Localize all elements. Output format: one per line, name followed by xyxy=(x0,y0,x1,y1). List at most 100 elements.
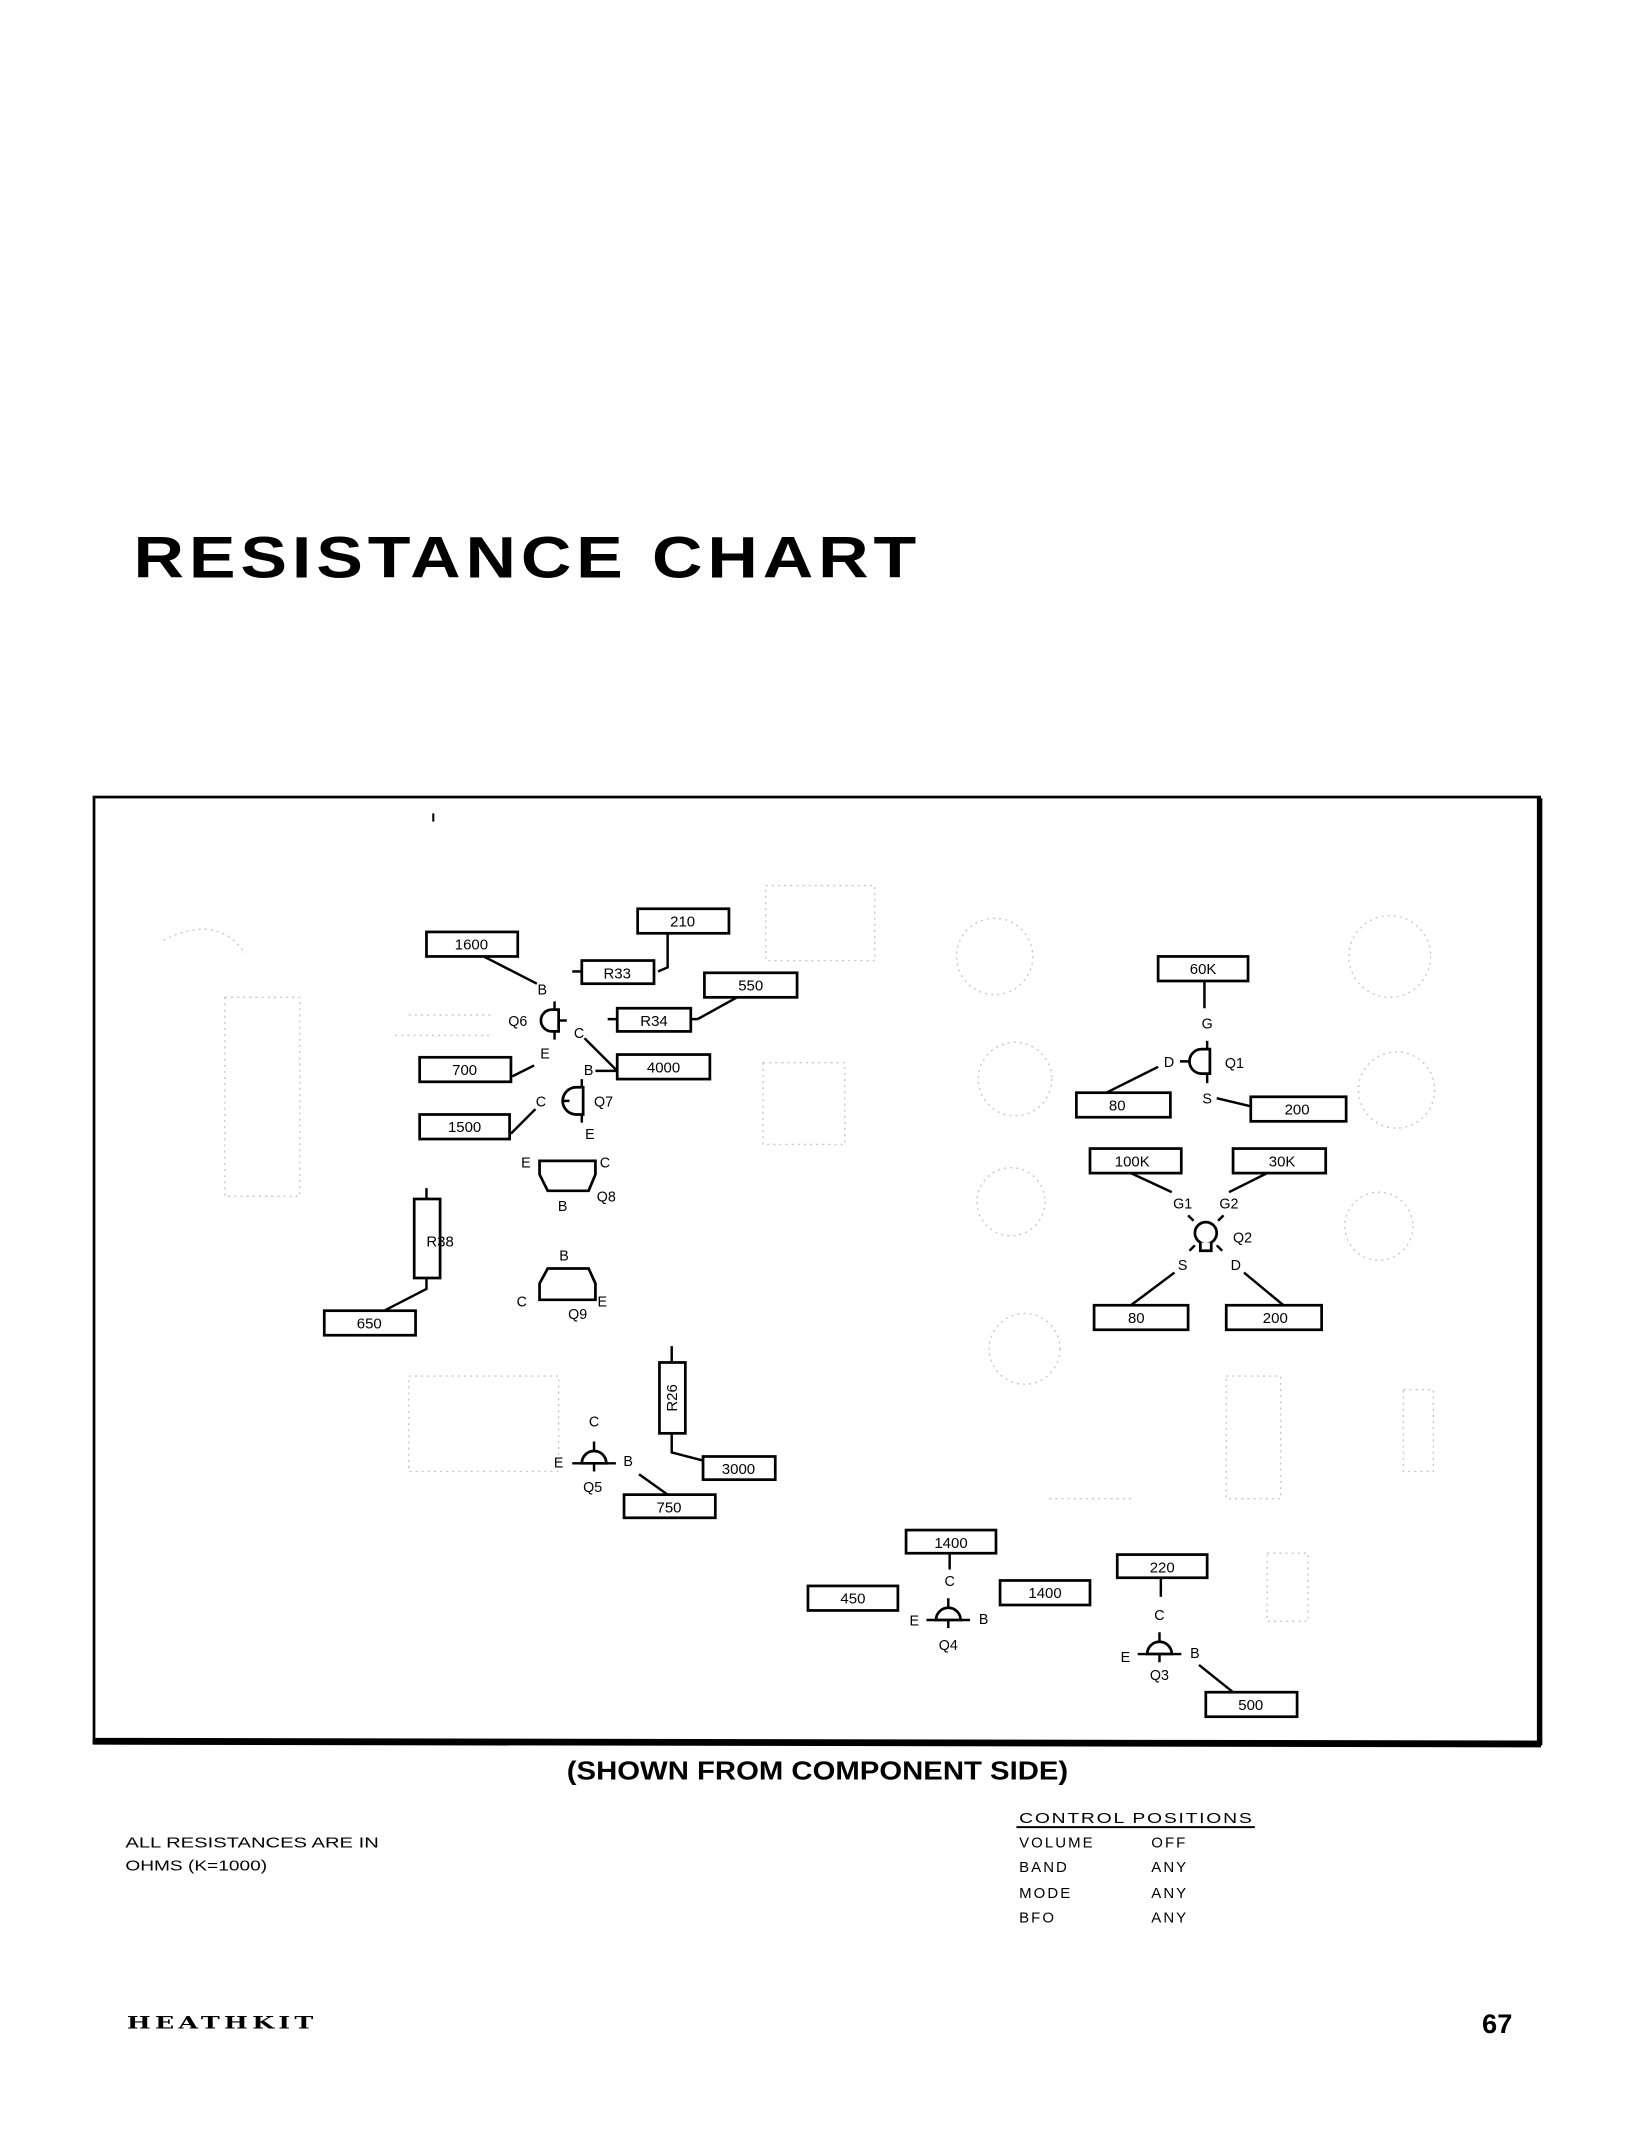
control-name: BFO xyxy=(1019,1909,1056,1926)
brand-logo: HEATHKIT xyxy=(127,2014,318,2033)
transistor-q5: Q5 C E B xyxy=(554,1415,633,1496)
svg-text:Q5: Q5 xyxy=(583,1480,602,1496)
svg-text:R34: R34 xyxy=(640,1013,667,1030)
svg-text:E: E xyxy=(1121,1650,1131,1666)
reading-box: 4000 xyxy=(615,1053,712,1081)
reading-box: 3000 xyxy=(701,1455,777,1482)
resistor-r26: R26 xyxy=(658,1361,687,1435)
svg-text:650: 650 xyxy=(357,1315,382,1332)
transistor-q9: Q9 B C E xyxy=(517,1248,607,1323)
reading-box: 220 xyxy=(1115,1553,1209,1580)
reading-box: 1500 xyxy=(418,1113,511,1141)
svg-text:C: C xyxy=(600,1156,610,1172)
svg-text:G: G xyxy=(1202,1017,1213,1033)
reading-box: 1600 xyxy=(425,930,520,958)
svg-text:100K: 100K xyxy=(1115,1153,1150,1170)
control-position: ANY xyxy=(1151,1859,1188,1876)
svg-text:550: 550 xyxy=(738,978,763,995)
svg-text:Q8: Q8 xyxy=(597,1190,616,1206)
svg-text:B: B xyxy=(584,1063,594,1079)
svg-text:500: 500 xyxy=(1238,1697,1263,1714)
svg-text:B: B xyxy=(979,1612,989,1628)
svg-text:B: B xyxy=(559,1248,569,1264)
svg-text:B: B xyxy=(623,1454,633,1470)
page-title: RESISTANCE CHART xyxy=(134,526,922,591)
svg-text:G2: G2 xyxy=(1219,1197,1238,1213)
reading-box: 100K xyxy=(1088,1147,1183,1175)
svg-text:B: B xyxy=(538,983,548,999)
svg-text:Q9: Q9 xyxy=(568,1307,587,1323)
svg-text:E: E xyxy=(540,1047,550,1063)
svg-text:D: D xyxy=(1231,1258,1241,1274)
svg-text:C: C xyxy=(1154,1608,1164,1624)
reading-box: 550 xyxy=(703,971,799,999)
control-positions-header: CONTROL POSITIONS xyxy=(1019,1810,1253,1827)
svg-text:S: S xyxy=(1202,1092,1212,1108)
reading-box: 500 xyxy=(1204,1690,1299,1719)
svg-text:4000: 4000 xyxy=(647,1059,680,1076)
svg-text:210: 210 xyxy=(670,913,695,930)
svg-text:450: 450 xyxy=(840,1591,865,1608)
svg-text:30K: 30K xyxy=(1269,1153,1296,1170)
transistor-q2: Q2 G1 G2 S D xyxy=(1173,1197,1252,1274)
svg-text:1400: 1400 xyxy=(934,1535,967,1552)
svg-text:80: 80 xyxy=(1109,1097,1126,1114)
svg-text:60K: 60K xyxy=(1190,961,1217,978)
transistor-q1: Q1 G D S xyxy=(1164,1017,1244,1108)
transistor-q6: Q6 B C E xyxy=(508,983,584,1063)
svg-text:200: 200 xyxy=(1285,1102,1310,1119)
transistor-q7: Q7 B C E xyxy=(536,1063,613,1143)
reading-box: 210 xyxy=(636,907,731,935)
svg-text:1500: 1500 xyxy=(448,1119,481,1136)
svg-text:C: C xyxy=(589,1415,599,1431)
svg-text:Q7: Q7 xyxy=(594,1094,613,1110)
control-position: OFF xyxy=(1151,1835,1187,1852)
resistor-r33: R33 xyxy=(580,959,656,986)
svg-text:E: E xyxy=(554,1455,564,1471)
units-note-line-1: ALL RESISTANCES ARE IN xyxy=(125,1835,378,1852)
reading-box: 30K xyxy=(1231,1147,1328,1175)
svg-text:C: C xyxy=(944,1574,954,1590)
svg-text:G1: G1 xyxy=(1173,1197,1192,1213)
reading-box: 80 xyxy=(1092,1303,1190,1332)
reading-box: 700 xyxy=(418,1055,513,1084)
svg-text:750: 750 xyxy=(656,1499,681,1516)
svg-text:80: 80 xyxy=(1128,1310,1145,1327)
svg-text:C: C xyxy=(517,1295,527,1311)
svg-text:C: C xyxy=(536,1094,546,1110)
svg-text:D: D xyxy=(1164,1055,1174,1071)
svg-text:Q6: Q6 xyxy=(508,1014,527,1030)
reading-box: 450 xyxy=(806,1584,900,1612)
reading-box: 650 xyxy=(322,1309,417,1337)
control-positions-table: CONTROL POSITIONS VOLUME OFF BAND ANY MO… xyxy=(1016,1810,1255,1926)
transistor-q3: Q3 C E B xyxy=(1121,1608,1200,1684)
transistor-q8: Q8 E C B xyxy=(521,1156,616,1216)
svg-text:Q3: Q3 xyxy=(1150,1668,1169,1684)
svg-text:Q4: Q4 xyxy=(939,1638,958,1654)
leader-lines xyxy=(383,933,1285,1694)
svg-text:C: C xyxy=(574,1026,584,1042)
svg-text:1600: 1600 xyxy=(455,937,488,954)
svg-text:R26: R26 xyxy=(664,1384,681,1411)
svg-text:B: B xyxy=(1190,1646,1200,1662)
control-name: MODE xyxy=(1019,1885,1072,1902)
control-name: BAND xyxy=(1019,1859,1069,1876)
reading-box: 1400 xyxy=(998,1579,1092,1607)
transistor-q4: Q4 C E B xyxy=(909,1574,988,1654)
svg-text:R38: R38 xyxy=(426,1234,453,1251)
reading-box: 750 xyxy=(622,1493,717,1520)
resistor-r34: R34 xyxy=(615,1006,693,1033)
svg-text:Q1: Q1 xyxy=(1225,1056,1244,1072)
svg-text:1400: 1400 xyxy=(1028,1585,1061,1602)
control-position: ANY xyxy=(1151,1885,1188,1902)
svg-text:Q2: Q2 xyxy=(1233,1231,1252,1247)
svg-text:R33: R33 xyxy=(603,965,630,982)
svg-text:B: B xyxy=(558,1199,568,1215)
diagram-caption: (SHOWN FROM COMPONENT SIDE) xyxy=(567,1757,1068,1785)
svg-text:E: E xyxy=(585,1127,595,1143)
page-number: 67 xyxy=(1482,2008,1512,2039)
svg-text:E: E xyxy=(597,1295,607,1311)
svg-text:E: E xyxy=(521,1156,531,1172)
reading-box: 80 xyxy=(1075,1091,1172,1119)
